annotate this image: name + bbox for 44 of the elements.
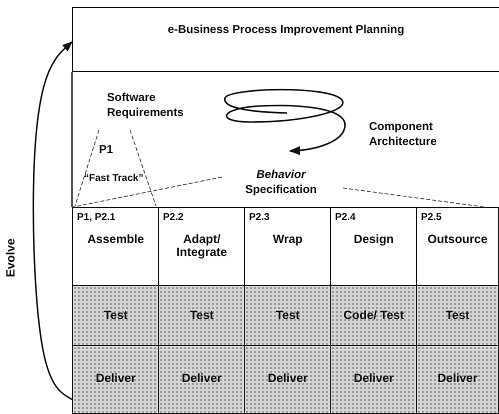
stage-label: P1 (99, 143, 114, 158)
test-cell (330, 285, 418, 346)
evolve-arrow (32, 41, 73, 400)
cell-label: Assemble (87, 232, 144, 246)
approach-cell (416, 207, 499, 286)
approach-cell (72, 207, 160, 286)
stage-label: “Fast Track” (84, 172, 144, 185)
phase-code: P2.4 (335, 212, 356, 224)
phase-code: P2.5 (421, 212, 442, 224)
cell-label: Design (354, 232, 394, 246)
test-cell (416, 285, 499, 346)
approach-cell (158, 207, 246, 286)
cell-label: Deliver (354, 372, 394, 386)
deliver-cell (72, 345, 160, 414)
cell-label: Test (104, 308, 128, 323)
deliver-cell (330, 345, 418, 414)
test-cell (72, 285, 160, 346)
stage-label: Software Requirements (107, 91, 185, 121)
cell-label: Test (190, 308, 214, 323)
cell-label: Outsource (427, 232, 488, 246)
approach-cell (244, 207, 332, 286)
cell-label: Wrap (272, 232, 303, 246)
cell-label: Adapt/ Integrate (175, 232, 228, 260)
cell-label: Code/ Test (344, 308, 404, 323)
cell-label: Test (446, 308, 470, 323)
planning-band (72, 7, 499, 72)
band-title: e-Business Process Improvement Planning (168, 24, 404, 38)
approach-cell (330, 207, 418, 286)
phase-code: P2.3 (249, 212, 270, 224)
cell-label: Deliver (437, 372, 478, 386)
cell-label: Deliver (96, 372, 136, 386)
cell-label: Deliver (268, 372, 308, 386)
cell-label: Test (276, 308, 300, 323)
stage-label: Component Architecture (369, 120, 438, 150)
deliver-cell (158, 345, 246, 414)
test-cell (158, 285, 246, 346)
phase-code: P1, P2.1 (77, 212, 116, 224)
edge-label: Evolve (4, 238, 19, 278)
cell-label: Deliver (182, 372, 222, 386)
stage-label: Behavior Specification (244, 168, 318, 198)
deliver-cell (416, 345, 499, 414)
deliver-cell (244, 345, 332, 414)
test-cell (244, 285, 332, 346)
phase-code: P2.2 (163, 212, 184, 224)
